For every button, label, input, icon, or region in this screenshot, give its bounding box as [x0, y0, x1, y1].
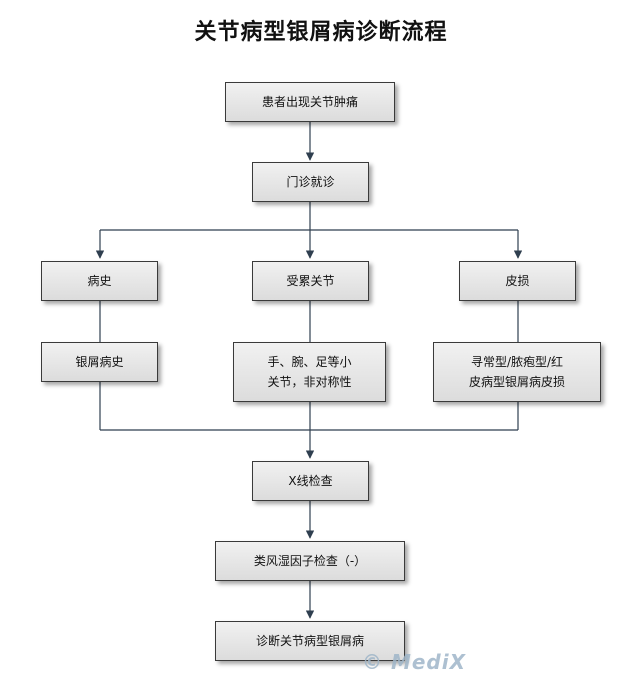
node-xray: X线检查 [252, 461, 369, 501]
watermark-logo: © MediX [362, 650, 467, 674]
node-diagnosis: 诊断关节病型银屑病 [215, 621, 405, 661]
node-history: 病史 [41, 261, 158, 301]
node-small-joints: 手、腕、足等小 关节，非对称性 [233, 342, 386, 402]
node-skin-types: 寻常型/脓疱型/红 皮病型银屑病皮损 [433, 342, 601, 402]
page-title: 关节病型银屑病诊断流程 [194, 20, 448, 45]
node-skin: 皮损 [459, 261, 576, 301]
node-symptom: 患者出现关节肿痛 [225, 82, 395, 122]
node-joints: 受累关节 [252, 261, 369, 301]
node-clinic: 门诊就诊 [252, 162, 369, 202]
node-rf-test: 类风湿因子检查（-） [215, 541, 405, 581]
node-psoriasis-history: 银屑病史 [41, 342, 158, 382]
